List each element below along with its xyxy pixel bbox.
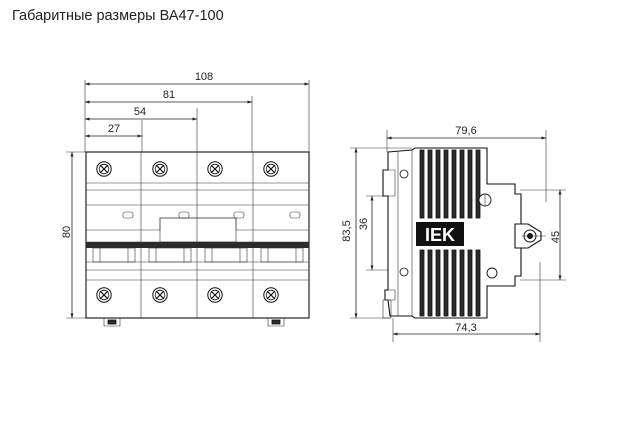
- dim-label-54: 54: [134, 106, 146, 118]
- dim-label-108: 108: [195, 71, 213, 83]
- indicator-slot: [233, 211, 245, 219]
- terminal-screw-icon: [152, 287, 168, 303]
- dim-label-80: 80: [61, 226, 73, 238]
- terminal-screw-icon: [207, 161, 223, 177]
- vent-ribs: [419, 149, 481, 317]
- terminal-screw-icon: [263, 161, 279, 177]
- dim-label-45: 45: [550, 231, 562, 243]
- pin-icon: [486, 267, 498, 279]
- dim-label-74-3: 74,3: [455, 322, 476, 334]
- indicator-slot: [289, 211, 301, 219]
- terminal-screw-icon: [96, 287, 112, 303]
- screw-hole-icon: [399, 267, 409, 277]
- indicator-slot: [122, 211, 134, 219]
- indicator-slot: [178, 211, 190, 219]
- dim-label-83-5: 83,5: [341, 220, 353, 241]
- handle-assembly: [86, 242, 309, 263]
- dim-label-27: 27: [108, 123, 120, 135]
- din-clip: [267, 318, 285, 327]
- dim-label-81: 81: [163, 89, 175, 101]
- dim-label-79-6: 79,6: [455, 125, 476, 137]
- terminal-screw-icon: [263, 287, 279, 303]
- dim-label-36: 36: [358, 218, 370, 230]
- iek-logo-text: IEK: [425, 225, 455, 245]
- screw-hole-icon: [399, 169, 409, 179]
- iek-logo: [416, 222, 464, 246]
- terminal-screw-icon: [152, 161, 168, 177]
- side-view: 79,6 74,3 83,5 36 45 40: [341, 125, 566, 342]
- front-view: 108 81 54 27 80: [61, 71, 310, 327]
- din-clip: [103, 318, 121, 327]
- terminal-screw-icon: [207, 287, 223, 303]
- terminal-screw-icon: [96, 161, 112, 177]
- drawing-title: Габаритные размеры ВА47-100: [12, 8, 224, 24]
